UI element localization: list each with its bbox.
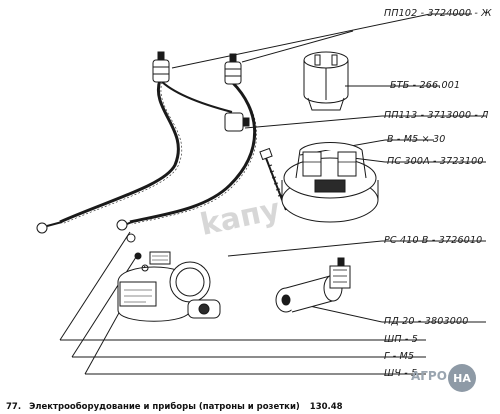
relay-rs410 bbox=[117, 233, 221, 322]
label-shp5: ШП - 5 bbox=[384, 334, 419, 345]
label-bolt: В - М5 × 30 bbox=[387, 134, 446, 145]
label-rs410: РС 410 В - 3726010 bbox=[384, 235, 483, 246]
caption-number: 77. bbox=[6, 402, 22, 412]
wire-harness bbox=[36, 51, 257, 234]
label-ps300: ПС 300А - 3723100 bbox=[387, 156, 484, 167]
socket-ps300a bbox=[281, 142, 379, 223]
label-gm5: Г - М5 bbox=[384, 351, 415, 362]
socket-btb bbox=[303, 51, 349, 111]
caption: 77. Электрооборудование и приборы (патро… bbox=[6, 396, 486, 414]
leader-lines bbox=[59, 13, 486, 375]
label-pp113: ПП113 - 3713000 - Л bbox=[384, 110, 489, 121]
caption-page: 130.48 bbox=[309, 402, 343, 412]
label-pp102: ПП102 - 3724000 - Ж bbox=[384, 8, 492, 19]
watermark-logo-badge: НА bbox=[448, 364, 476, 392]
label-shch5: ШЧ - 5 bbox=[384, 368, 418, 379]
label-btb: БТБ - 266.001 bbox=[390, 80, 461, 91]
caption-title: Электрооборудование и приборы (патроны и… bbox=[29, 402, 300, 412]
socket-pd20 bbox=[275, 257, 351, 313]
watermark-logo-text: АГРО bbox=[411, 369, 447, 383]
label-pd20: ПД 20 - 3803000 bbox=[384, 316, 469, 327]
